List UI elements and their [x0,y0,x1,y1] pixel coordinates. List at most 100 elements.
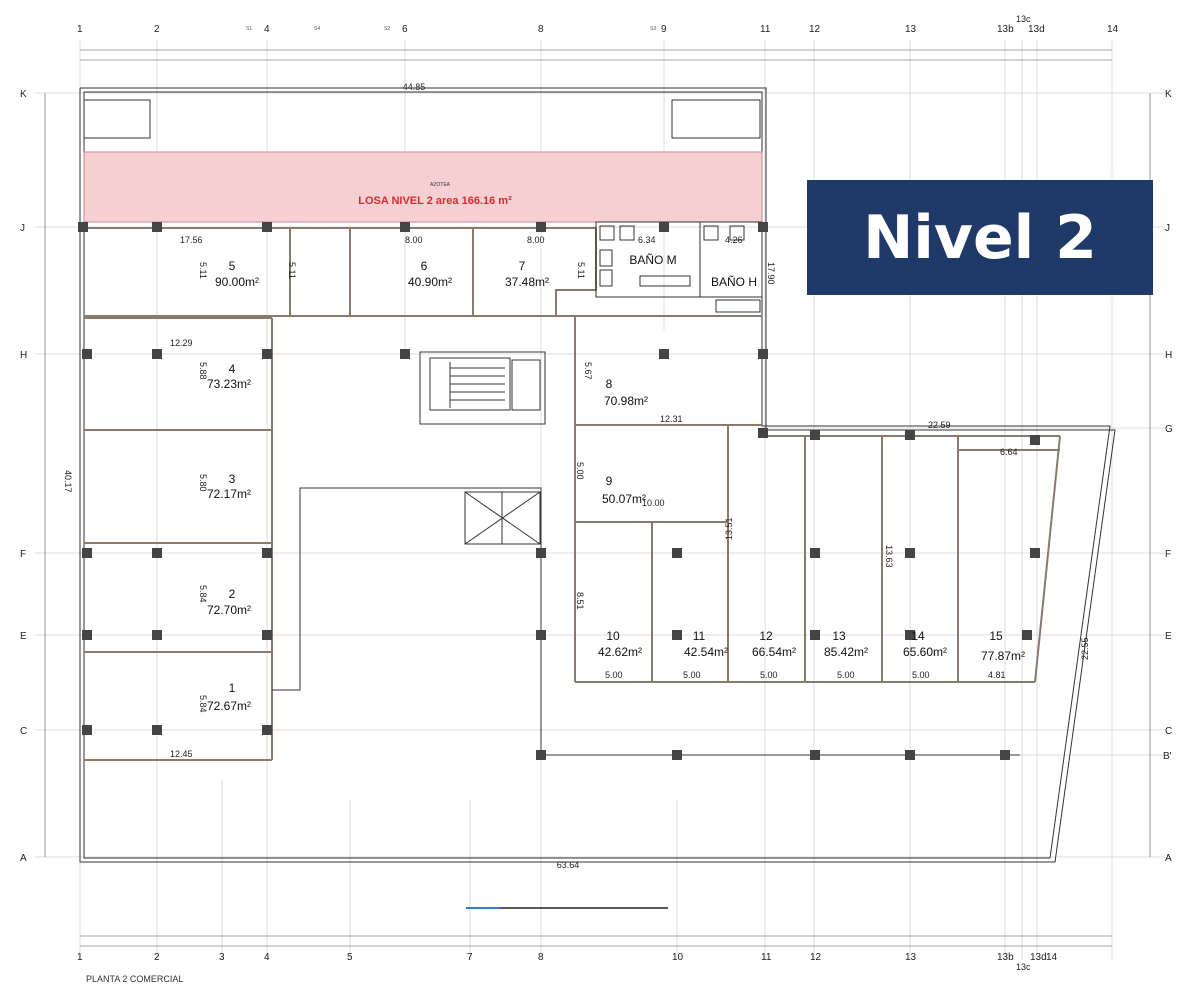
dimension-label: 22.59 [928,420,951,430]
grid-label-bottom: 12 [810,952,822,963]
dimension-label: 13.51 [724,517,734,540]
grid-label-bottom: 4 [264,952,270,963]
grid-label-top: 4 [264,24,270,35]
dimension-label: 12.29 [170,338,193,348]
room-number: 9 [606,474,613,488]
grid-label-top: 12 [809,24,821,35]
dimension-label: 5.00 [912,670,930,680]
row-label-right: C [1165,726,1172,737]
section-mark: S3 [650,26,656,32]
dimension-label: 8.51 [575,592,585,610]
section-mark: S1 [246,26,252,32]
room-area: 85.42m² [824,645,868,659]
grid-label-top: 13d [1028,24,1045,35]
dimension-label: 5.84 [198,585,208,603]
dimension-label: 40.17 [63,470,73,493]
grid-label-bottom: 8 [538,952,544,963]
row-label-right: A [1165,853,1172,864]
top-dimension-chain [44,49,1151,947]
grid-label-bottom: 13 [905,952,917,963]
row-label-left: F [20,549,26,560]
room-area: 40.90m² [408,275,452,289]
dimension-label: 5.80 [198,474,208,492]
toilet-men-label: BAÑO H [711,275,757,289]
room-number: 5 [229,259,236,273]
dimension-label: 44.85 [403,82,426,92]
roof-label: AZOTEA [430,182,451,188]
grid-label-top: 8 [538,24,544,35]
room-number: 2 [229,587,236,601]
grid-label-bottom: 13d [1030,952,1047,963]
stair-core [419,351,546,425]
dimension-label: 5.00 [837,670,855,680]
grid-label-bottom: 13c [1016,962,1031,972]
dimension-label: 8.00 [527,235,545,245]
grid-label-top: 6 [402,24,408,35]
dimension-labels: 44.85 63.64 40.17 22.55 17.56 8.00 8.00 … [63,82,1090,870]
room-area: 72.70m² [207,603,251,617]
room-area: 42.62m² [598,645,642,659]
grid-label-top: 13c [1016,14,1031,24]
grid-label-top: 1 [77,24,83,35]
room-number: 3 [229,472,236,486]
grid-label-top: 13 [905,24,917,35]
row-label-right: F [1165,549,1171,560]
dimension-label: 63.64 [557,860,580,870]
dimension-label: 10.00 [642,498,665,508]
dimension-label: 13.63 [884,545,894,568]
room-number: 12 [759,629,773,643]
roof-slab: AZOTEA LOSA NIVEL 2 area 166.16 m² [83,151,763,223]
room-number: 10 [606,629,620,643]
dimension-label: 5.84 [198,695,208,713]
row-label-left: K [20,89,27,100]
room-area: 42.54m² [684,645,728,659]
grid-label-bottom: 3 [219,952,225,963]
dimension-label: 6.34 [638,235,656,245]
grid-label-bottom: 14 [1046,952,1058,963]
dimension-label: 4.26 [725,235,743,245]
grid-label-bottom: 10 [672,952,684,963]
toilet-women-label: BAÑO M [629,253,676,267]
grid-label-top: 13b [997,24,1014,35]
row-label-right: E [1165,631,1172,642]
section-mark: S2 [384,26,390,32]
dimension-label: 5.00 [575,462,585,480]
row-grid-labels: K K J J H H G F F E E C C B' A A [20,89,1173,864]
room-number: 6 [421,259,428,273]
toilet-fixtures [599,225,761,313]
room-area: 77.87m² [981,649,1025,663]
room-area: 72.67m² [207,699,251,713]
grid-label-bottom: 2 [154,952,160,963]
room-area: 37.48m² [505,275,549,289]
row-label-left: J [20,223,25,234]
room-number: 8 [606,377,613,391]
row-label-right: J [1165,223,1170,234]
room-labels: 1 72.67m² 2 72.70m² 3 72.17m² 4 73.23m² … [207,253,1025,713]
row-label-left: A [20,853,27,864]
top-grid-labels: 1 2 S1 4 S4 S2 6 8 S3 9 11 12 13 13b 13c… [77,14,1119,35]
grid-label-bottom: 11 [761,952,772,963]
row-label-right: H [1165,350,1172,361]
grid-label-bottom: 1 [77,952,83,963]
room-area: 66.54m² [752,645,796,659]
room-area: 70.98m² [604,394,648,408]
row-label-left: E [20,631,27,642]
grid-label-bottom: 13b [997,952,1014,963]
interior-walls [84,221,1061,761]
room-number: 14 [911,629,925,643]
grid-label-bottom: 5 [347,952,353,963]
section-mark: S4 [314,26,320,32]
dimension-label: 6.64 [1000,447,1018,457]
room-area: 73.23m² [207,377,251,391]
level-badge-label: Nivel 2 [863,202,1097,273]
dimension-label: 5.11 [576,262,586,279]
dimension-label: 5.67 [583,362,593,380]
level-badge: Nivel 2 [807,180,1153,295]
room-number: 7 [519,259,526,273]
room-number: 13 [832,629,846,643]
room-number: 1 [229,681,236,695]
row-label-right: K [1165,89,1172,100]
dimension-label: 17.90 [766,262,776,285]
row-label-right: G [1165,424,1173,435]
